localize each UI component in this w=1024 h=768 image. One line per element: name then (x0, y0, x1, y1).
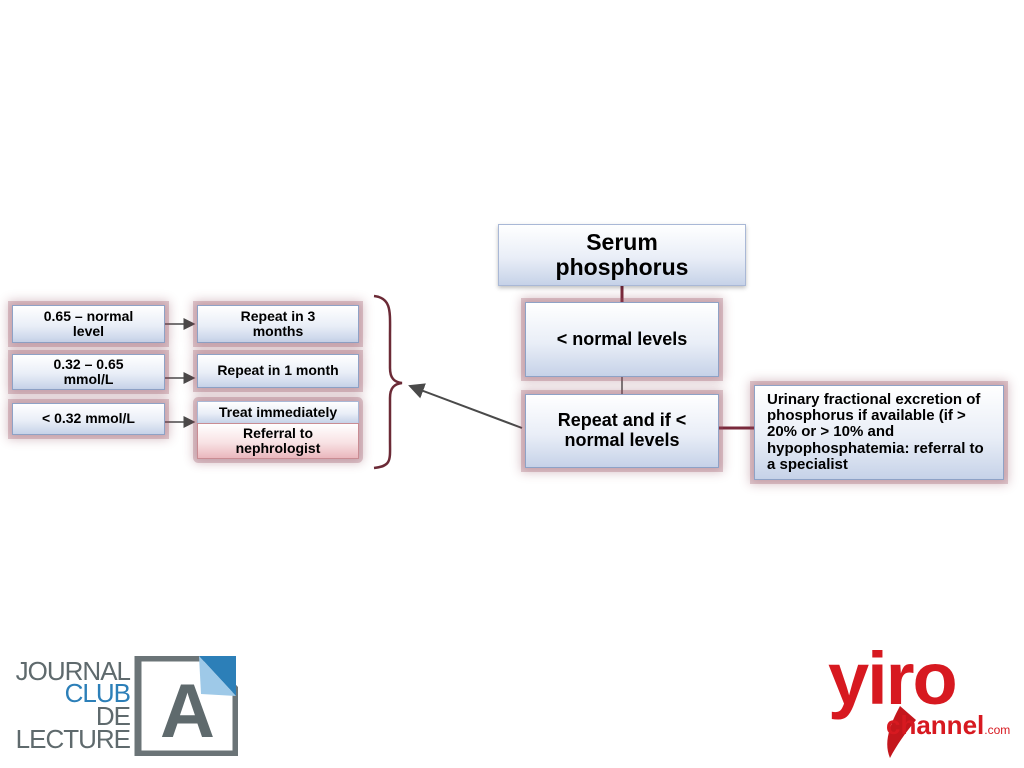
serum-phosphorus-label: Serum phosphorus (555, 228, 689, 280)
journal-line-3: DE (95, 701, 131, 731)
yiro-sub: channel.com (886, 712, 1010, 738)
journal-line-1: JOURNAL (15, 656, 131, 686)
level-box-1: 0.65 – normal level (12, 305, 165, 343)
ribbon-icon (887, 706, 916, 758)
level-box-3: < 0.32 mmol/L (12, 403, 165, 435)
arrow-repeat-to-brace (408, 383, 523, 429)
referral-label: Referral to nephrologist (235, 425, 321, 456)
treat-immediately-box: Treat immediately (197, 401, 359, 423)
yiro-main: yiro (828, 637, 958, 720)
action-box-1: Repeat in 3 months (197, 305, 359, 343)
repeat-if-label: Repeat and if < normal levels (557, 410, 687, 450)
serum-phosphorus-box: Serum phosphorus (498, 224, 746, 286)
below-normal-box: < normal levels (525, 302, 719, 377)
below-normal-label: < normal levels (556, 328, 688, 349)
level-label-1: 0.65 – normal level (43, 307, 134, 339)
level-label-2: 0.32 – 0.65 mmol/L (53, 355, 124, 387)
level-box-2: 0.32 – 0.65 mmol/L (12, 354, 165, 390)
yiro-suffix: .com (984, 723, 1011, 737)
journal-line-4: LECTURE (15, 724, 131, 754)
action-label-2: Repeat in 1 month (217, 362, 339, 379)
journal-letter: A (160, 669, 215, 754)
yiro-channel-logo: yiro channel.com (826, 642, 1022, 760)
journal-line-2: CLUB (64, 678, 131, 708)
repeat-if-box: Repeat and if < normal levels (525, 394, 719, 468)
curly-brace (373, 294, 403, 470)
urinary-excretion-box: Urinary fractional excretion of phosphor… (754, 385, 1004, 480)
action-box-2: Repeat in 1 month (197, 354, 359, 388)
journal-page-icon (134, 656, 238, 756)
urinary-excretion-label: Urinary fractional excretion of phosphor… (767, 391, 984, 473)
referral-box: Referral to nephrologist (197, 423, 359, 459)
yiro-sub-text: channel (886, 710, 985, 740)
action-label-1: Repeat in 3 months (240, 307, 316, 339)
journal-club-logo: JOURNAL CLUB DE LECTURE A (16, 656, 238, 756)
treat-immediately-label: Treat immediately (218, 403, 338, 420)
level-label-3: < 0.32 mmol/L (42, 410, 135, 427)
